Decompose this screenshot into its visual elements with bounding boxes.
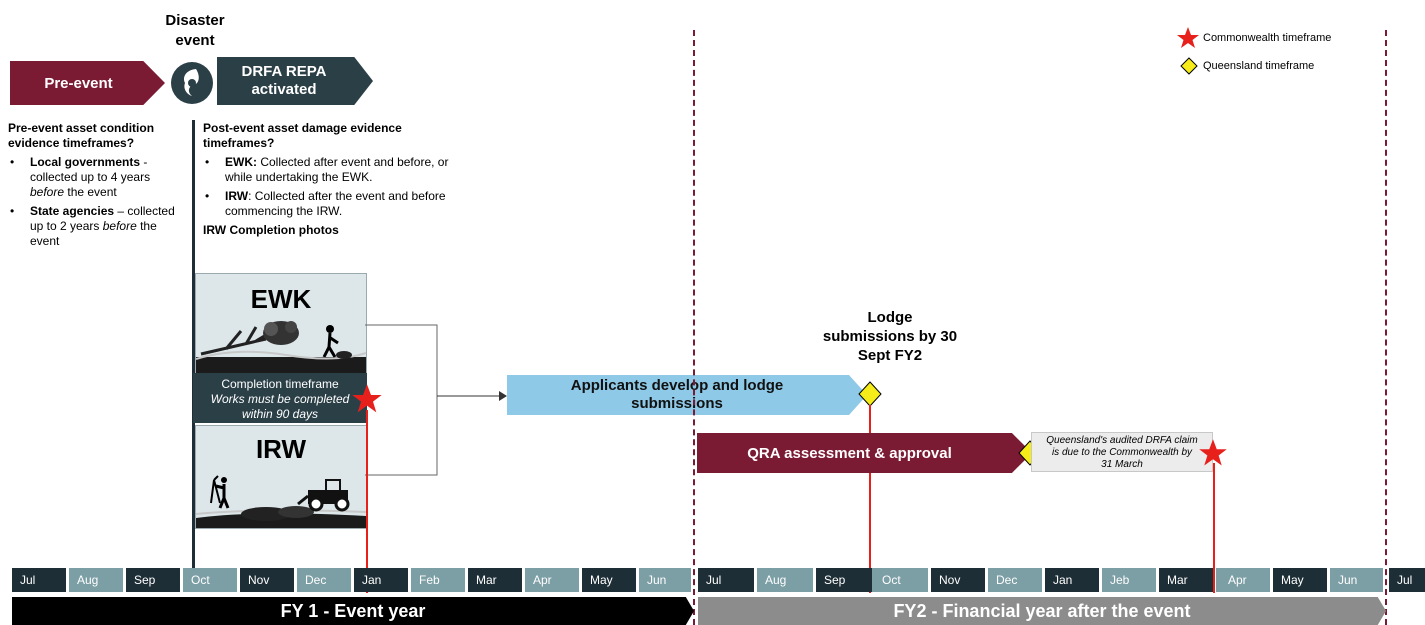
claim-commonwealth-star-icon [1199,439,1227,466]
month-cell: Apr [525,568,579,592]
irw-title: IRW [255,434,307,464]
month-cell: Aug [757,568,813,592]
pre-event-arrow: Pre-event [10,61,165,105]
queensland-diamond-icon [1180,57,1198,75]
month-cell: Aug [69,568,123,592]
ewk-completion-box: Completion timeframe Works must be compl… [193,373,367,423]
pre-event-label: Pre-event [44,74,113,92]
month-cell: Jan [354,568,408,592]
month-cell: Nov [931,568,985,592]
applicants-bar: Applicants develop and lodge submissions [507,375,867,415]
list-item: Local governments - collected up to 4 ye… [8,155,178,200]
completion-timeframe-label: Completion timeframe [221,377,339,391]
fy1-arrow: FY 1 - Event year [12,597,694,625]
ewk-commonwealth-star-icon [352,384,382,413]
month-cell: Jun [639,568,691,592]
completion-note: Works must be completed within 90 days [210,392,350,421]
drfa-activated-label: DRFA REPA activated [241,63,327,98]
legend-commonwealth-label: Commonwealth timeframe [1203,32,1332,44]
connector-bracket [365,324,507,476]
month-cell: Apr [1216,568,1270,592]
event-line [192,120,195,570]
pre-event-evidence: Pre-event asset condition evidence timef… [8,121,178,249]
claim-note: Queensland's audited DRFA claim is due t… [1031,432,1213,472]
month-cell: Mar [468,568,522,592]
qra-bar: QRA assessment & approval [697,433,1032,473]
fy1-label: FY 1 - Event year [280,600,426,621]
list-item: State agencies – collected up to 2 years… [8,204,178,249]
fy1-end-dashed-line [693,30,695,625]
post-event-list: EWK: Collected after event and before, o… [203,155,463,219]
post-event-evidence: Post-event asset damage evidence timefra… [203,121,463,238]
month-cell: Feb [411,568,465,592]
commonwealth-star-icon [1177,27,1199,48]
fy2-label: FY2 - Financial year after the event [893,600,1191,621]
month-cell: Sep [126,568,180,592]
claim-deadline-line [1213,463,1215,593]
lodge-note: Lodge submissions by 30 Sept FY2 [822,309,958,364]
drfa-activated-arrow: DRFA REPA activated [217,57,373,105]
month-cell: Oct [183,568,237,592]
post-event-heading: Post-event asset damage evidence timefra… [203,121,402,150]
month-cell: Nov [240,568,294,592]
month-cell: Jeb [1102,568,1156,592]
applicants-label: Applicants develop and lodge submissions [570,377,784,412]
pre-event-list: Local governments - collected up to 4 ye… [8,155,178,249]
ewk-deadline-line [366,410,368,593]
list-item: EWK: Collected after event and before, o… [203,155,463,185]
month-cell: Jul [698,568,754,592]
roadworks-illustration [196,475,366,528]
fy2-end-dashed-line [1385,30,1387,625]
ewk-title: EWK [250,284,312,314]
month-cell: Jan [1045,568,1099,592]
ewk-card: EWK [195,273,367,375]
month-cell: Dec [297,568,351,592]
lodge-deadline-line [869,405,871,593]
month-cell: Jun [1330,568,1383,592]
month-cell: Dec [988,568,1042,592]
legend-queensland-label: Queensland timeframe [1203,60,1315,72]
list-item: IRW: Collected after the event and befor… [203,189,463,219]
month-cell: May [1273,568,1327,592]
month-cell: Mar [1159,568,1213,592]
cyclone-icon [171,62,213,104]
pre-event-heading: Pre-event asset condition evidence timef… [8,121,155,150]
lodge-queensland-diamond-icon [858,381,882,407]
fy2-arrow: FY2 - Financial year after the event [698,597,1386,625]
irw-card: IRW [195,425,367,529]
qra-label: QRA assessment & approval [747,444,952,462]
month-cell: Jul [1389,568,1425,592]
disaster-event-label: Disaster event [165,12,225,49]
month-cell: Jul [12,568,66,592]
month-cell: Sep [816,568,872,592]
month-cell: May [582,568,636,592]
completion-photos-label: IRW Completion photos [203,223,339,237]
month-cell: Oct [872,568,928,592]
fallen-tree-illustration [196,321,366,374]
